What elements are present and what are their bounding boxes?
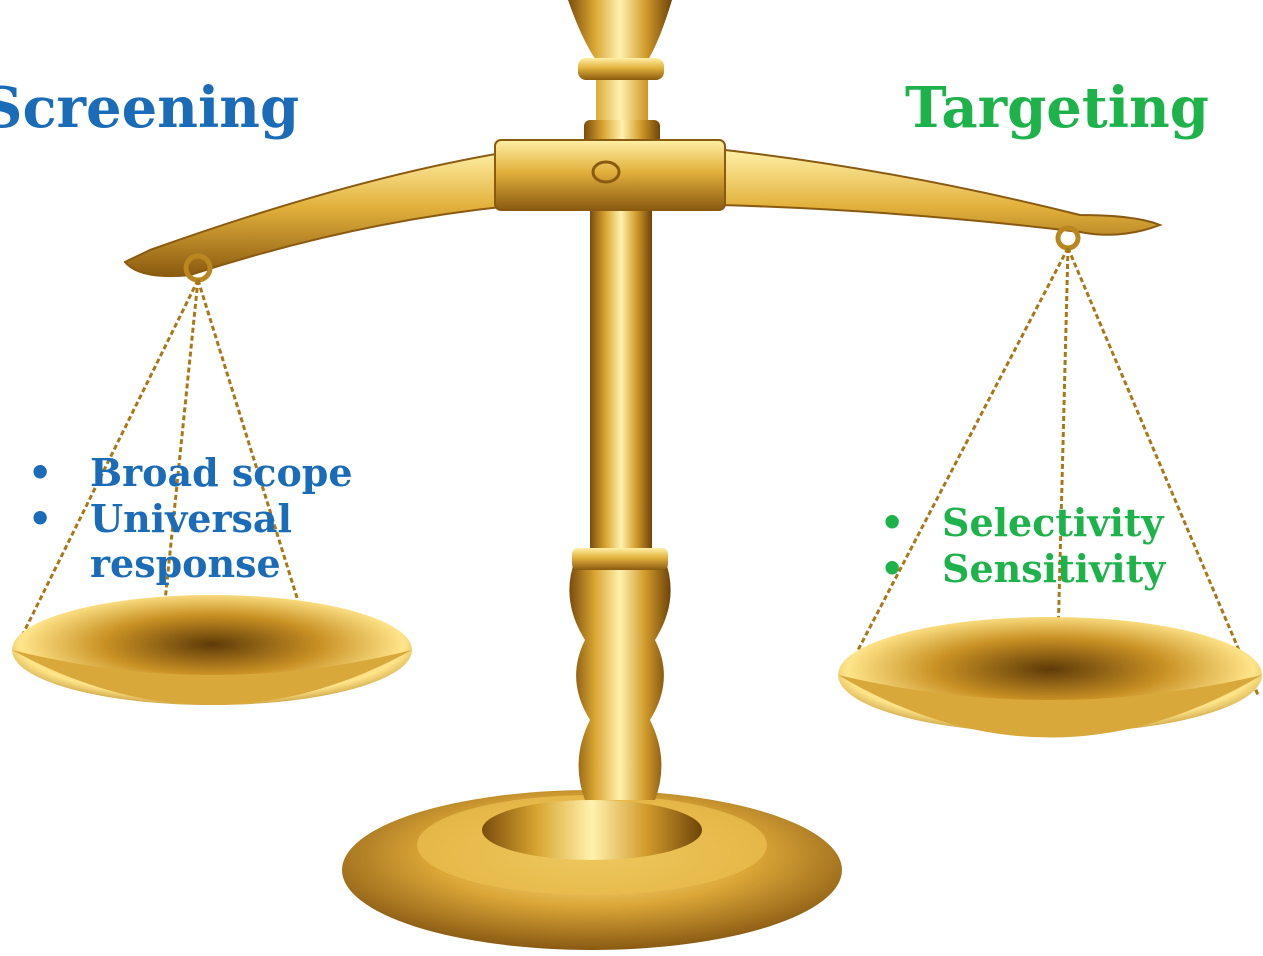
scale-column	[590, 200, 652, 560]
targeting-item-text: Selectivity	[942, 500, 1164, 545]
list-item: • Broad scope	[0, 450, 380, 496]
screening-list: • Broad scope • Universal response	[0, 450, 380, 587]
list-item: • Universal response	[0, 496, 380, 587]
list-item: • Sensitivity	[852, 546, 1232, 592]
list-item: • Selectivity	[852, 500, 1232, 546]
targeting-item-text: Sensitivity	[942, 545, 1166, 591]
bullet-icon: •	[880, 545, 905, 591]
bullet-icon: •	[880, 500, 905, 545]
bullet-icon: •	[28, 450, 53, 495]
bullet-icon: •	[28, 495, 53, 541]
screening-item-text: Universal response	[90, 495, 292, 587]
targeting-heading: Targeting	[905, 75, 1209, 141]
targeting-list: • Selectivity • Sensitivity	[852, 500, 1232, 591]
screening-heading: Screening	[0, 75, 300, 141]
screening-item-text: Broad scope	[90, 450, 353, 495]
